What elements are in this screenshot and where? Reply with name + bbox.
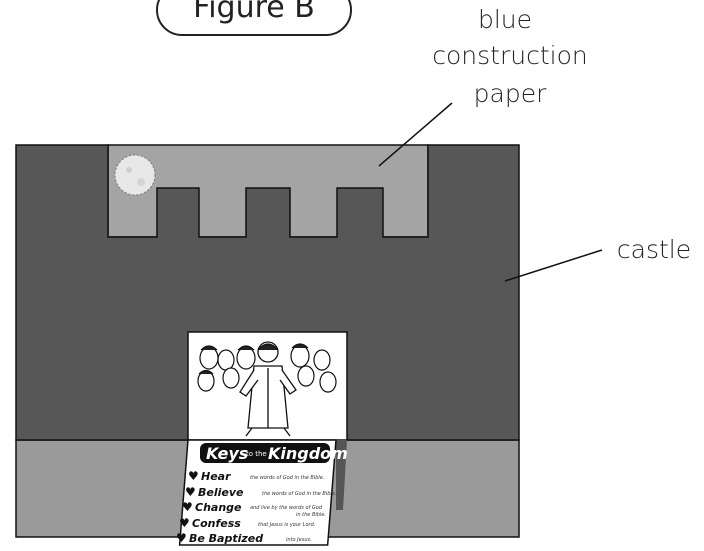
keys-item-word: Hear (201, 470, 231, 483)
keys-item-text: the words of God in the Bible. (262, 491, 336, 497)
card-title-kingdom: Kingdom (268, 444, 348, 463)
heart-icon: ♥ (185, 485, 196, 499)
keys-list: ♥ Hear the words of God in the Bible. ♥ … (176, 469, 336, 545)
keys-item-confess: ♥ Confess that Jesus is your Lord. (179, 516, 315, 530)
paper-leader-line (378, 102, 453, 167)
figure-label: Figure B (156, 0, 352, 36)
moon-crater (137, 178, 145, 186)
keys-item-word: Change (195, 501, 242, 514)
keys-item-text-continued: in the Bible. (296, 512, 326, 518)
keys-item-text: and live by the words of God (250, 505, 323, 511)
heart-icon: ♥ (188, 469, 199, 483)
keys-item-hear: ♥ Hear the words of God in the Bible. (188, 469, 324, 483)
keys-item-be-baptized: ♥ Be Baptized into Jesus. (176, 531, 312, 545)
keys-item-believe: ♥ Believe the words of God in the Bible. (185, 485, 336, 499)
keys-item-text: into Jesus. (286, 537, 312, 543)
keys-item-word: Believe (198, 486, 244, 499)
keys-item-text: that Jesus is your Lord. (258, 522, 315, 528)
castle-leader-line (504, 249, 603, 282)
paper-label-line2: construction (432, 41, 588, 70)
castle-label: castle (616, 235, 692, 264)
heart-icon: ♥ (176, 531, 187, 545)
keys-item-change: ♥ Change and live by the words of God in… (182, 500, 326, 518)
card-title-keys: Keys (206, 444, 248, 463)
keys-item-text: the words of God in the Bible. (250, 475, 324, 481)
card-title-to-the: to the (246, 450, 267, 458)
moon-icon (114, 154, 156, 196)
moon-crater (126, 167, 132, 173)
heart-icon: ♥ (182, 500, 193, 514)
keys-card-body (178, 439, 337, 546)
crowd-illustration (197, 343, 337, 393)
card-title-banner (200, 443, 330, 463)
card-shadow (336, 440, 347, 510)
keys-item-word: Confess (192, 517, 241, 530)
paper-label-line1: blue (477, 5, 533, 34)
keys-card (178, 439, 337, 546)
keys-item-word: Be Baptized (189, 532, 263, 545)
jesus-figure (239, 341, 297, 437)
heart-icon: ♥ (179, 516, 190, 530)
castle (15, 144, 520, 441)
paper-label-line3: paper (473, 79, 547, 108)
